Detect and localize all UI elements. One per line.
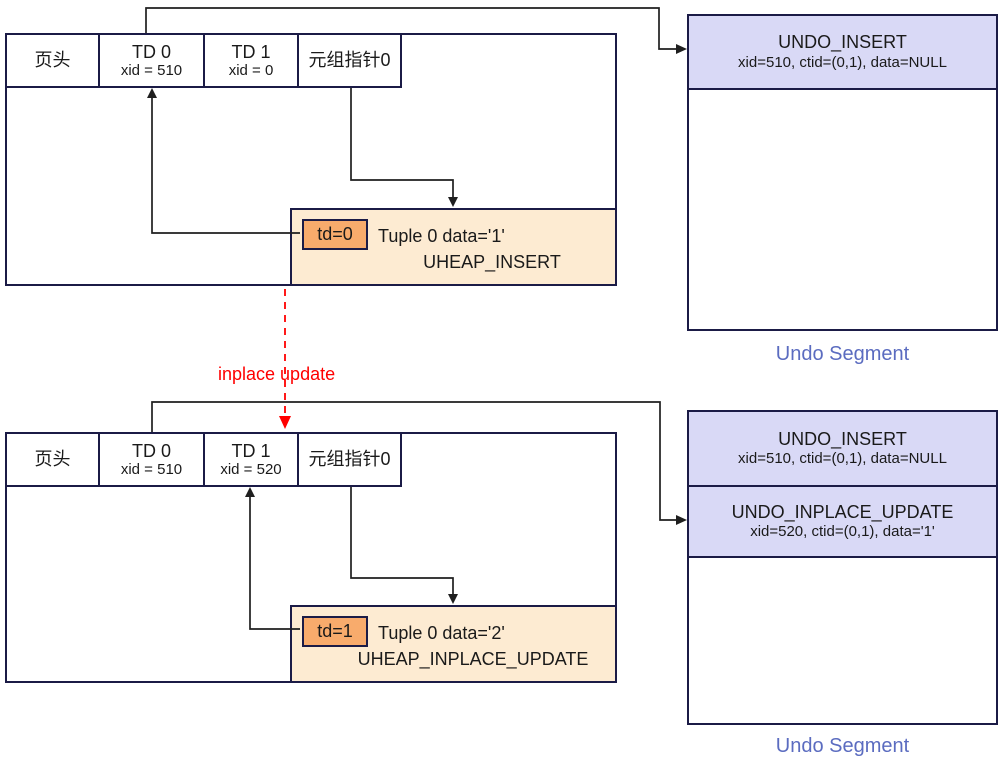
td0-cell-after: TD 0 xid = 510 bbox=[98, 432, 205, 487]
tuple-pointer-label: 元组指针0 bbox=[308, 50, 391, 71]
td-slot-chip: td=0 bbox=[302, 219, 368, 250]
td1-xid: xid = 0 bbox=[228, 62, 274, 80]
tuple-pointer-cell-before: 元组指针0 bbox=[297, 33, 402, 88]
inplace-update-annotation: inplace update bbox=[218, 364, 336, 384]
td-slot-label-after: td=1 bbox=[317, 621, 353, 641]
undo-record-detail: xid=510, ctid=(0,1), data=NULL bbox=[738, 53, 947, 71]
red-arrowhead-down bbox=[279, 416, 291, 429]
undo-record-detail: xid=510, ctid=(0,1), data=NULL bbox=[738, 450, 947, 468]
undo-record-insert-after: UNDO_INSERT xid=510, ctid=(0,1), data=NU… bbox=[689, 412, 996, 487]
page-header-label: 页头 bbox=[34, 50, 71, 71]
undo-record-title: UNDO_INSERT bbox=[778, 428, 907, 449]
td-slot-chip-after: td=1 bbox=[302, 616, 368, 647]
arrowhead-right-undo-inplace bbox=[676, 515, 687, 525]
tuple-text-after: Tuple 0 data='2' UHEAP_INPLACE_UPDATE bbox=[358, 620, 614, 672]
tuple-box-after: td=1 Tuple 0 data='2' UHEAP_INPLACE_UPDA… bbox=[290, 605, 617, 683]
page-header-cell: 页头 bbox=[5, 33, 100, 88]
td1-cell-before: TD 1 xid = 0 bbox=[203, 33, 299, 88]
undo-segment-label-before: Undo Segment bbox=[775, 343, 910, 365]
undo-record-detail: xid=520, ctid=(0,1), data='1' bbox=[750, 523, 935, 541]
td0-title-after: TD 0 bbox=[131, 440, 171, 461]
tuple-text-before: Tuple 0 data='1' UHEAP_INSERT bbox=[378, 223, 606, 275]
tuple-pointer-cell-after: 元组指针0 bbox=[297, 432, 402, 487]
undo-segment-label-after: Undo Segment bbox=[775, 735, 910, 757]
undo-record-title: UNDO_INPLACE_UPDATE bbox=[731, 501, 954, 522]
td1-title: TD 1 bbox=[231, 41, 271, 62]
undo-segment-box-after: UNDO_INSERT xid=510, ctid=(0,1), data=NU… bbox=[687, 410, 998, 725]
undo-record-title: UNDO_INSERT bbox=[778, 32, 907, 53]
td1-cell-after: TD 1 xid = 520 bbox=[203, 432, 299, 487]
td0-title: TD 0 bbox=[131, 41, 171, 62]
td1-xid-after: xid = 520 bbox=[220, 461, 282, 479]
td1-title-after: TD 1 bbox=[231, 440, 271, 461]
td0-cell-before: TD 0 xid = 510 bbox=[98, 33, 205, 88]
tuple-data-line: Tuple 0 data='1' bbox=[378, 226, 505, 246]
undo-segment-box-before: UNDO_INSERT xid=510, ctid=(0,1), data=NU… bbox=[687, 14, 998, 331]
tuple-type-line-after: UHEAP_INPLACE_UPDATE bbox=[357, 649, 589, 669]
tuple-box-before: td=0 Tuple 0 data='1' UHEAP_INSERT bbox=[290, 208, 617, 286]
tuple-data-line-after: Tuple 0 data='2' bbox=[378, 623, 505, 643]
undo-record-insert-before: UNDO_INSERT xid=510, ctid=(0,1), data=NU… bbox=[689, 16, 996, 90]
tuple-type-line: UHEAP_INSERT bbox=[423, 252, 561, 272]
td0-xid: xid = 510 bbox=[120, 62, 183, 80]
td-slot-label: td=0 bbox=[317, 224, 353, 244]
td0-xid-after: xid = 510 bbox=[120, 461, 183, 479]
undo-record-inplace-update: UNDO_INPLACE_UPDATE xid=520, ctid=(0,1),… bbox=[689, 487, 996, 558]
page-header-label-after: 页头 bbox=[34, 449, 71, 470]
arrowhead-right-undo-insert bbox=[676, 44, 687, 54]
tuple-pointer-label-after: 元组指针0 bbox=[308, 449, 391, 470]
page-header-cell-after: 页头 bbox=[5, 432, 100, 487]
red-inplace-update-arrow bbox=[279, 289, 291, 429]
